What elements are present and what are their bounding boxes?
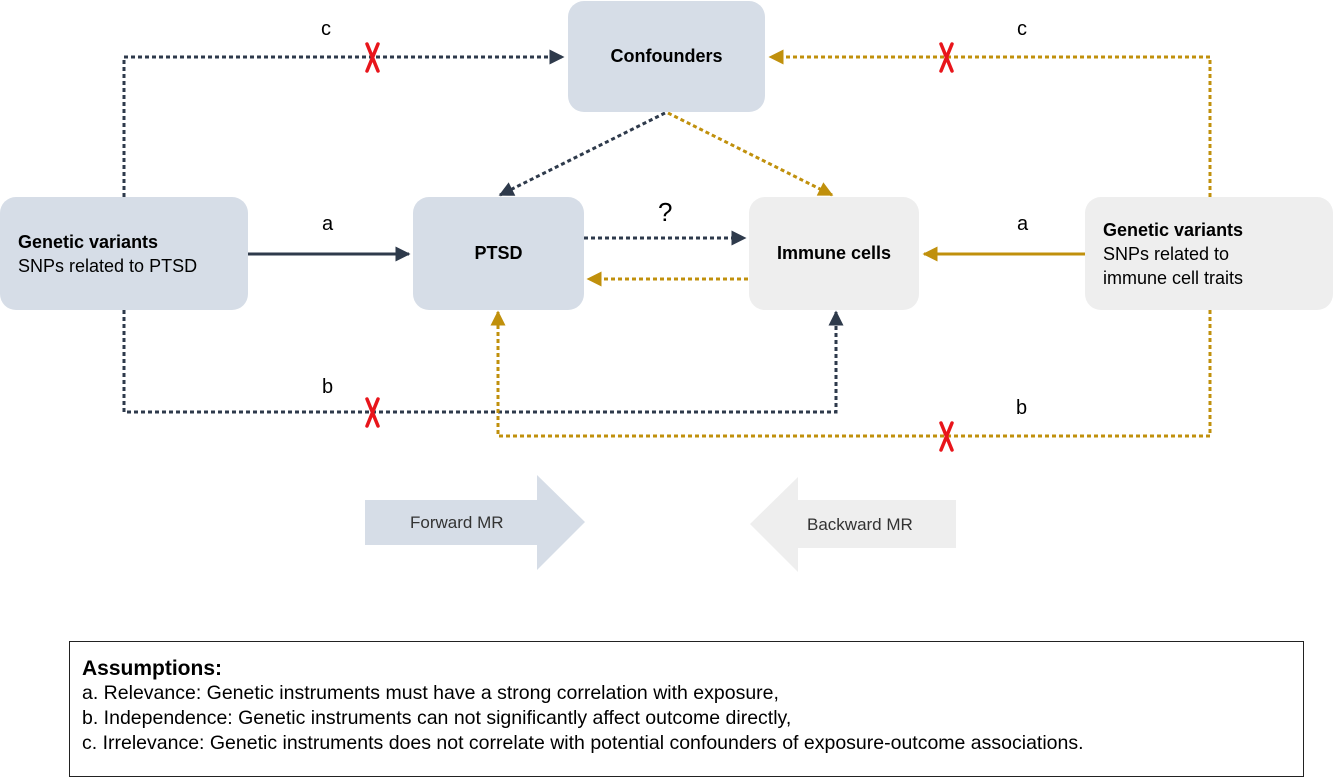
- right-genetic-variants-node: Genetic variants SNPs related to immune …: [1085, 197, 1333, 310]
- label-question-mark: ?: [658, 197, 673, 227]
- confounders-to-immune-edge: [667, 111, 834, 197]
- left-variants-title: Genetic variants: [18, 231, 159, 252]
- assumption-a: a. Relevance: Genetic instruments must h…: [82, 682, 779, 704]
- immune-cells-node: Immune cells: [749, 197, 919, 310]
- forward-mr-arrow: [365, 475, 585, 570]
- label-right-a: a: [1017, 213, 1029, 235]
- cross-mark-right-b: [939, 421, 954, 452]
- right-c-edge: [768, 49, 1212, 197]
- assumption-b: b. Independence: Genetic instruments can…: [82, 707, 792, 729]
- forward-mr-label: Forward MR: [410, 513, 504, 532]
- left-b-edge: [122, 310, 844, 414]
- label-right-b: b: [1016, 397, 1028, 419]
- cross-mark-left-b: [365, 397, 380, 428]
- left-genetic-variants-node: Genetic variants SNPs related to PTSD: [0, 197, 248, 310]
- label-left-a: a: [322, 213, 334, 235]
- right-variants-title: Genetic variants: [1103, 219, 1244, 240]
- assumptions-title: Assumptions:: [82, 657, 223, 680]
- cross-mark-right-c: [939, 42, 954, 73]
- assumption-c: c. Irrelevance: Genetic instruments does…: [82, 732, 1084, 754]
- left-c-edge: [122, 49, 565, 197]
- confounders-node: Confounders: [568, 1, 765, 112]
- label-left-c: c: [321, 18, 331, 40]
- ptsd-node: PTSD: [413, 197, 584, 310]
- label-left-b: b: [322, 376, 334, 398]
- right-b-edge: [490, 310, 1212, 438]
- right-variants-subtitle-line1: SNPs related to: [1103, 243, 1230, 264]
- backward-mr-arrow: [750, 477, 956, 572]
- left-variants-subtitle: SNPs related to PTSD: [18, 255, 198, 276]
- assumptions-box: Assumptions: a. Relevance: Genetic instr…: [69, 641, 1304, 777]
- backward-mr-label: Backward MR: [807, 515, 913, 534]
- cross-mark-left-c: [365, 42, 380, 73]
- right-variants-subtitle-line2: immune cell traits: [1103, 267, 1244, 288]
- label-right-c: c: [1017, 18, 1027, 40]
- confounders-to-ptsd-edge: [498, 111, 666, 197]
